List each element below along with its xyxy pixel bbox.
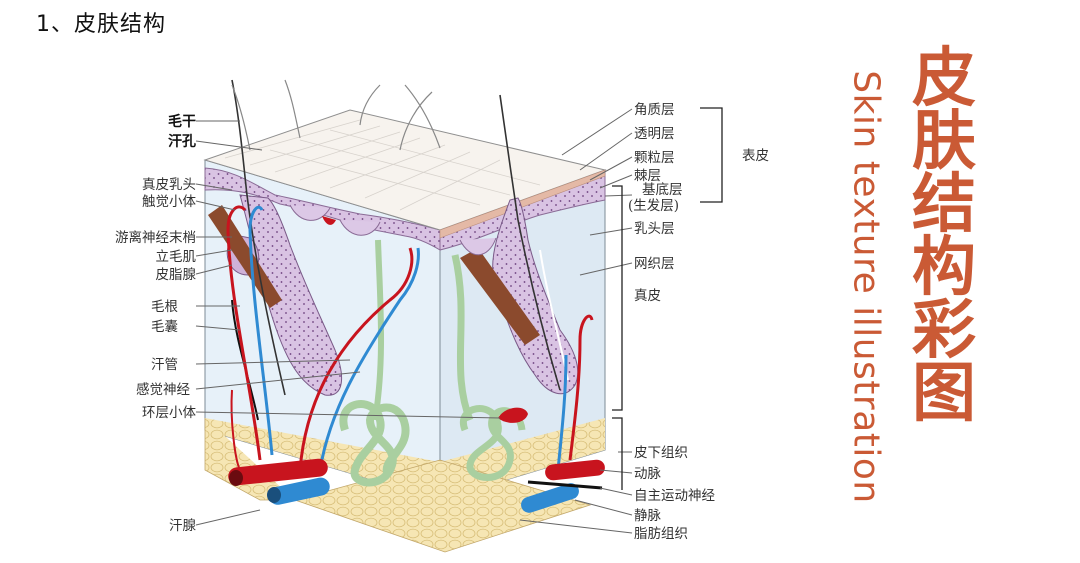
artery-left xyxy=(228,458,328,486)
label-stratum-corneum: 角质层 xyxy=(634,102,675,118)
label-hair-follicle: 毛囊 xyxy=(151,318,178,335)
label-reticular-layer: 网织层 xyxy=(634,256,675,272)
label-sebaceous-gland: 皮脂腺 xyxy=(156,267,197,283)
label-lamellar-corpuscle: 环层小体 xyxy=(142,405,196,421)
label-tactile-corpuscle: 触觉小体 xyxy=(142,194,196,210)
vein-right xyxy=(521,483,579,513)
label-stratum-granulosum: 颗粒层 xyxy=(634,150,675,166)
label-sweat-duct: 汗管 xyxy=(151,357,178,373)
label-adipose-tissue: 脂肪组织 xyxy=(634,526,688,542)
arrector-pili-muscle xyxy=(208,205,282,308)
subcutaneous-bracket xyxy=(612,417,623,490)
section-heading: 1、皮肤结构 xyxy=(36,12,166,37)
label-hair-root: 毛根 xyxy=(151,299,178,315)
skin-block xyxy=(203,79,607,553)
sweat-gland-coil-right xyxy=(451,254,526,481)
label-stratum-lucidum: 透明层 xyxy=(634,126,675,142)
label-vein: 静脉 xyxy=(634,508,662,524)
label-dermal-papilla: 真皮乳头 xyxy=(142,177,196,193)
label-papillary-layer: 乳头层 xyxy=(634,221,675,237)
lamellar-corpuscle-shape xyxy=(498,407,528,423)
leaders-right xyxy=(519,108,633,534)
label-arrector-pili: 立毛肌 xyxy=(156,249,197,265)
title-char: 图 xyxy=(912,357,976,431)
vein-left xyxy=(268,477,330,505)
label-free-nerve-ending: 游离神经末梢 xyxy=(115,229,196,246)
title-english: Skin texture illustration xyxy=(845,70,887,504)
group-epidermis: 表皮 xyxy=(742,148,769,164)
title-chinese: 皮 肤 结 构 彩 图 xyxy=(898,42,990,431)
label-sensory-nerve: 感觉神经 xyxy=(136,381,190,398)
labels-left: 毛干 汗孔 真皮乳头 触觉小体 游离神经末梢 立毛肌 皮脂腺 毛根 毛囊 汗管 … xyxy=(115,113,196,534)
artery-right xyxy=(545,459,605,481)
title-char: 皮 xyxy=(912,42,976,116)
label-sweat-gland: 汗腺 xyxy=(169,518,196,534)
dermis-bracket xyxy=(612,185,623,411)
epidermis-bracket xyxy=(700,107,723,203)
label-subcutaneous-tissue: 皮下组织 xyxy=(634,445,688,461)
label-germinative-layer: (生发层) xyxy=(628,198,679,214)
label-artery: 动脉 xyxy=(634,466,662,482)
label-autonomic-nerve: 自主运动神经 xyxy=(634,488,715,504)
label-stratum-basale: 基底层 xyxy=(642,181,683,198)
group-dermis: 真皮 xyxy=(634,288,661,304)
title-char: 构 xyxy=(912,231,976,305)
blood-vessels xyxy=(226,205,594,471)
leaders-left xyxy=(195,120,501,526)
title-char: 彩 xyxy=(912,294,976,368)
label-hair-shaft: 毛干 xyxy=(168,113,196,130)
title-char: 结 xyxy=(912,168,976,242)
label-sweat-pore: 汗孔 xyxy=(168,133,196,150)
label-stratum-spinosum: 棘层 xyxy=(634,168,661,184)
labels-right: 角质层 透明层 颗粒层 棘层 基底层 (生发层) 乳头层 网织层 皮下组织 动脉… xyxy=(628,102,715,542)
title-char: 肤 xyxy=(912,105,976,179)
